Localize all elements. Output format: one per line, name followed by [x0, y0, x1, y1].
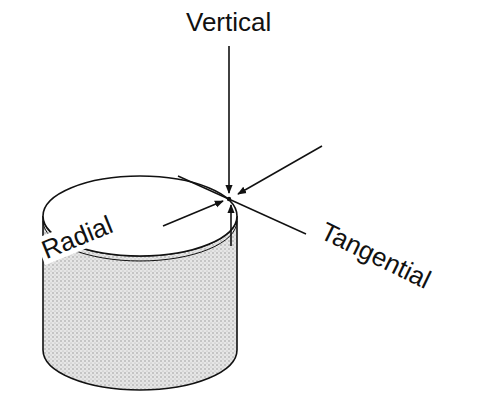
- direction-label: Vertical: [183, 8, 274, 36]
- direction-label: Tangential: [314, 215, 438, 295]
